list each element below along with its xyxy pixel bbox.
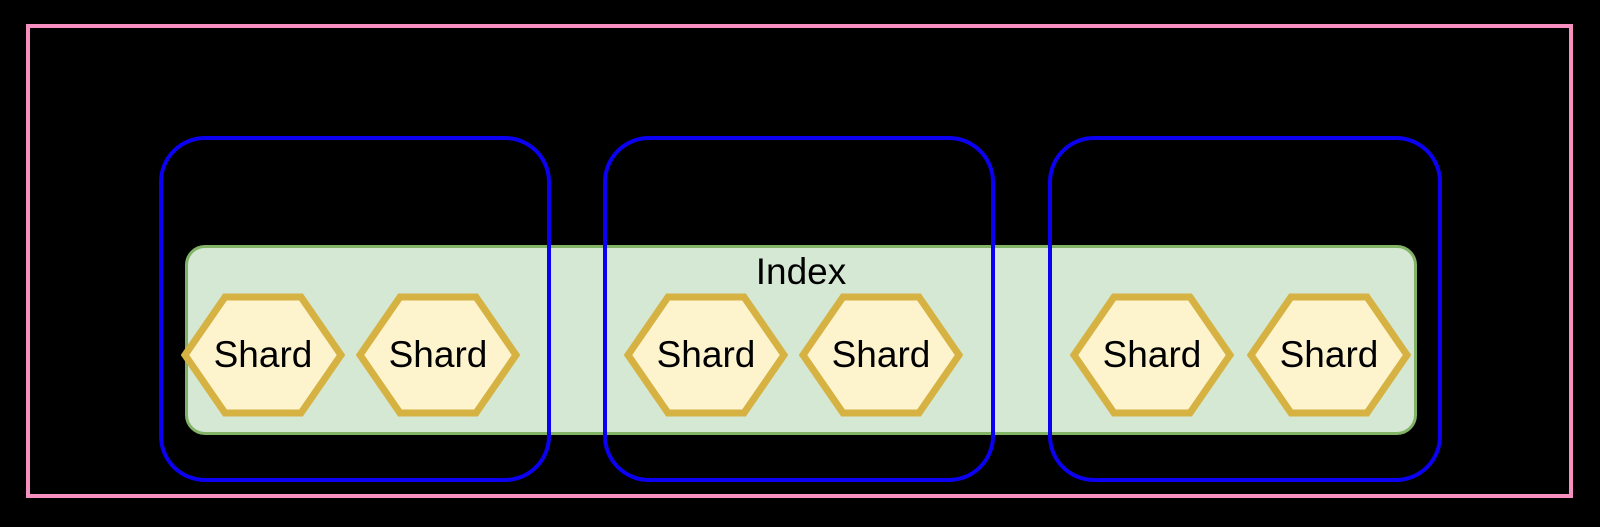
shard-label: Shard [656,334,756,375]
hexagon-icon [624,293,788,417]
cluster-boundary [26,24,1573,498]
shard-hexagon: Shard [624,293,788,417]
shard-label: Shard [1102,334,1202,375]
hexagon-icon [1070,293,1234,417]
shard-hexagon: Shard [356,293,520,417]
hexagon-icon [181,293,345,417]
shard-hexagon: Shard [181,293,345,417]
node-boundary-2 [603,136,995,482]
node-boundary-3 [1048,136,1442,482]
shard-hexagon: Shard [1070,293,1234,417]
shard-label: Shard [1279,334,1379,375]
index-label: Index [755,251,847,292]
shard-hexagon: Shard [799,293,963,417]
shard-label: Shard [213,334,313,375]
hexagon-icon [1247,293,1411,417]
hexagon-icon [799,293,963,417]
shard-hexagon: Shard [1247,293,1411,417]
shard-label: Shard [831,334,931,375]
node-boundary-1 [159,136,551,482]
hexagon-icon [356,293,520,417]
shard-label: Shard [388,334,488,375]
